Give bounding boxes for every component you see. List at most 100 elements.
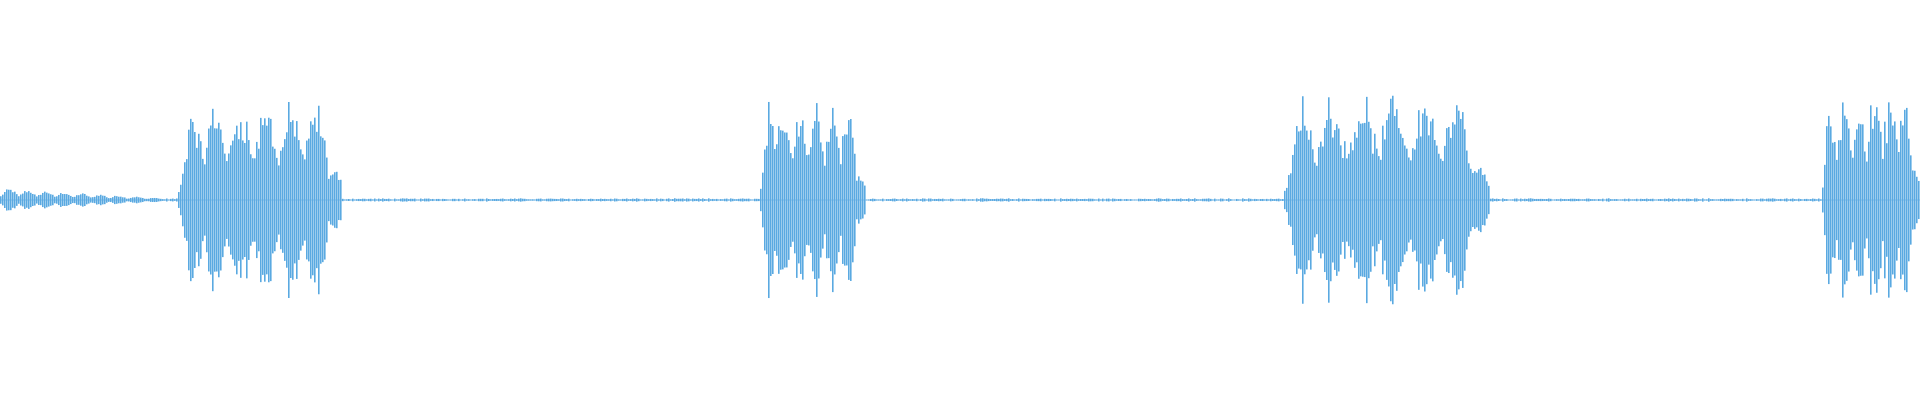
waveform-bar [1386, 120, 1388, 280]
waveform-bar [664, 199, 666, 201]
waveform-bar [1200, 199, 1202, 201]
waveform-bar [1222, 198, 1224, 202]
waveform-bar [1408, 157, 1410, 243]
waveform-bar [772, 126, 774, 274]
waveform-bar [1886, 143, 1888, 257]
waveform-bar [1520, 198, 1522, 202]
waveform-bar [908, 199, 910, 201]
waveform-bar [406, 198, 408, 202]
waveform-bar [1650, 198, 1652, 202]
waveform-bar [1166, 198, 1168, 202]
waveform-bar [1350, 142, 1352, 258]
waveform-bar [698, 198, 700, 202]
waveform-bar [990, 199, 992, 201]
waveform-bar [748, 198, 750, 202]
waveform-bar [756, 198, 758, 202]
waveform-bar [1078, 199, 1080, 201]
waveform-bar [414, 198, 416, 202]
waveform-bar [1354, 132, 1356, 268]
waveform-bar [1532, 198, 1534, 202]
waveform-bar [1890, 112, 1892, 288]
waveform-bar [22, 193, 24, 207]
waveform-bar [1412, 148, 1414, 252]
waveform-bar [1392, 95, 1394, 305]
waveform-bar [1708, 198, 1710, 202]
waveform-bar [1774, 198, 1776, 202]
waveform-bar [1860, 124, 1862, 276]
waveform-bar [518, 198, 520, 202]
waveform-bar [630, 199, 632, 201]
waveform-bar [1180, 198, 1182, 202]
waveform-bar [1472, 172, 1474, 228]
waveform-bar [1448, 126, 1450, 274]
waveform-bar [494, 199, 496, 201]
waveform-bar [210, 125, 212, 275]
waveform-bar [1096, 199, 1098, 201]
waveform-bar [1594, 199, 1596, 201]
waveform-bar [1902, 125, 1904, 275]
waveform-bar [642, 199, 644, 201]
waveform-bar [1844, 115, 1846, 285]
waveform-bar [372, 199, 374, 201]
waveform-bar [476, 199, 478, 201]
waveform-bar [1260, 198, 1262, 202]
waveform-bar [1768, 198, 1770, 202]
waveform-bar [398, 199, 400, 201]
waveform-bar [1162, 199, 1164, 201]
waveform-bar [830, 128, 832, 272]
waveform-bar [574, 199, 576, 201]
waveform-bar [1530, 198, 1532, 202]
waveform-bar [1254, 198, 1256, 202]
waveform-bar [916, 198, 918, 202]
waveform-bar [1916, 176, 1918, 224]
waveform-bar [306, 140, 308, 260]
waveform-bar [116, 196, 118, 204]
waveform-bar [1454, 124, 1456, 276]
waveform-bar [1734, 199, 1736, 201]
waveform-bar [318, 105, 320, 295]
waveform-bar [1606, 198, 1608, 202]
waveform-bar [50, 194, 52, 206]
waveform-bar [1484, 174, 1486, 226]
waveform-bar [1762, 198, 1764, 202]
waveform-bar [1688, 198, 1690, 202]
waveform-bar [910, 199, 912, 201]
waveform-bar [1904, 109, 1906, 291]
waveform-bar [308, 138, 310, 262]
waveform-bar [340, 179, 342, 221]
waveform-bar [1804, 198, 1806, 202]
waveform-bar [1674, 198, 1676, 202]
waveform-bar [390, 199, 392, 201]
waveform-bar [1322, 146, 1324, 254]
waveform-bar [364, 198, 366, 202]
waveform-bar [456, 199, 458, 201]
waveform-bar [1360, 123, 1362, 277]
waveform-bar [1072, 198, 1074, 202]
waveform-bar [652, 199, 654, 201]
waveform-bar [760, 188, 762, 212]
waveform-bar [198, 133, 200, 267]
waveform-bar [978, 199, 980, 201]
waveform-bar [1212, 199, 1214, 201]
waveform-bar [1082, 199, 1084, 201]
waveform-bar [674, 198, 676, 202]
waveform-bar [870, 198, 872, 202]
waveform-bar [150, 198, 152, 202]
waveform-bar [944, 199, 946, 201]
waveform-bar [1132, 199, 1134, 201]
waveform-bar [1682, 198, 1684, 202]
waveform-bar [1770, 198, 1772, 202]
waveform-bar [470, 199, 472, 201]
waveform-bar [1112, 198, 1114, 202]
waveform-bar [126, 198, 128, 202]
waveform-bar [342, 198, 344, 202]
waveform-bar [1806, 198, 1808, 202]
waveform-bar [556, 198, 558, 202]
waveform-bar [780, 130, 782, 270]
waveform-bar [736, 199, 738, 201]
waveform-bar [1302, 96, 1304, 304]
waveform-bar [1732, 198, 1734, 202]
waveform-bar [702, 198, 704, 202]
waveform-bar [310, 121, 312, 279]
waveform-bar [622, 198, 624, 202]
